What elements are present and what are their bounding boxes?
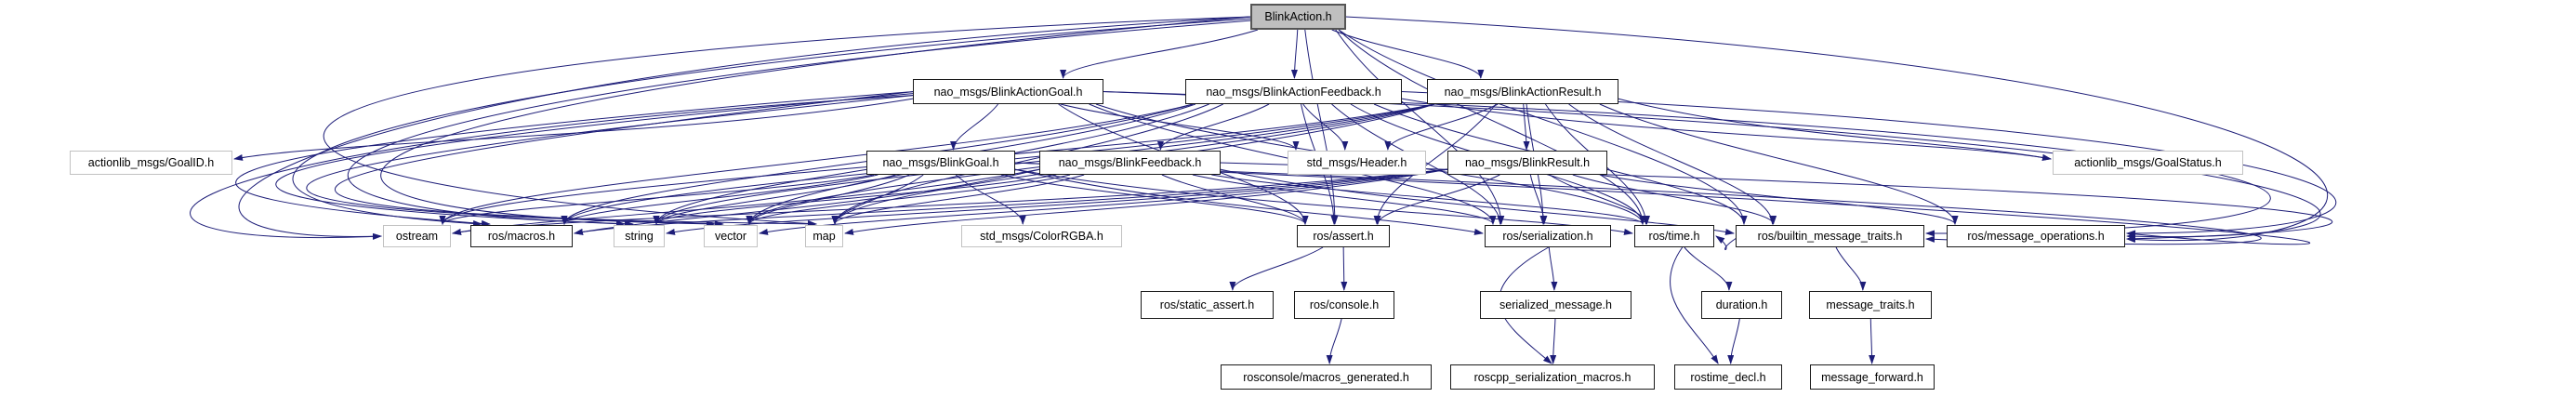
graph-node-rostime-decl-h[interactable]: rostime_decl.h: [1674, 364, 1782, 390]
edge-blinkactionresult-h-to-vector: [746, 103, 1435, 225]
edges-group: [190, 16, 2337, 364]
graph-node-ros-builtin-message-traits-h[interactable]: ros/builtin_message_traits.h: [1736, 225, 1924, 247]
edge-ros-assert-h-to-ros-console-h: [1341, 246, 1348, 291]
edge-blinkresult-h-to-ros-serialization-h: [1529, 174, 1548, 225]
graph-node-serialized-message-h[interactable]: serialized_message.h: [1480, 291, 1631, 319]
edge-blinkactionresult-h-to-header-h: [1384, 103, 1499, 151]
edge-blinkactionresult-h-to-ros-time-h: [1545, 103, 1650, 225]
edge-blinkactiongoal-h-to-ros-builtin-message-traits-h: [1102, 91, 2271, 237]
edge-blinkgoal-h-to-ros-builtin-message-traits-h: [1013, 162, 2262, 245]
graph-node-blinkresult-h[interactable]: nao_msgs/BlinkResult.h: [1447, 151, 1607, 175]
graph-node-ros-message-operations-h[interactable]: ros/message_operations.h: [1947, 225, 2125, 247]
edge-blinkactionfeedback-h-to-ostream: [439, 103, 1194, 225]
edge-blinkactionresult-h-to-ostream: [439, 103, 1435, 225]
edge-blinkresult-h-to-vector: [759, 168, 1449, 235]
edge-blinkresult-h-to-map: [844, 168, 1449, 235]
edge-blinkgoal-h-to-vector: [746, 174, 910, 225]
graph-node-header-h: std_msgs/Header.h: [1288, 151, 1426, 175]
edge-blinkresult-h-to-ros-message-operations-h: [1599, 174, 1959, 225]
graph-node-ros-assert-h[interactable]: ros/assert.h: [1297, 225, 1390, 247]
edge-blinkgoal-h-to-ros-assert-h: [1000, 174, 1309, 225]
edge-blinkactiongoal-h-to-ostream: [190, 95, 915, 240]
graph-node-message-forward-h[interactable]: message_forward.h: [1810, 364, 1935, 390]
graph-node-blinkactionresult-h[interactable]: nao_msgs/BlinkActionResult.h: [1427, 79, 1618, 104]
edge-blinkresult-h-to-ros-time-h: [1549, 174, 1650, 225]
edge-serialized-message-h-to-roscpp-serialization-macros-h: [1550, 318, 1557, 364]
edge-ros-time-h-to-duration-h: [1684, 246, 1733, 291]
edge-ros-builtin-message-traits-h-to-message-traits-h: [1835, 246, 1867, 291]
edge-blinkgoal-h-to-ros-macros-h: [561, 174, 878, 225]
graph-node-blinkfeedback-h[interactable]: nao_msgs/BlinkFeedback.h: [1039, 151, 1221, 175]
edge-blinkactiongoal-h-to-blinkgoal-h: [950, 103, 999, 151]
edge-blinkactionfeedback-h-to-ros-message-operations-h: [1400, 91, 2337, 237]
edge-blinkactionfeedback-h-to-header-h: [1302, 103, 1349, 151]
graph-node-ros-time-h[interactable]: ros/time.h: [1634, 225, 1714, 247]
edge-blinkactiongoal-h-to-string: [275, 93, 915, 228]
edge-blinkresult-h-to-ros-builtin-message-traits-h: [1572, 174, 1777, 225]
edge-blinkactiongoal-h-to-goalid-h: [233, 98, 915, 161]
edge-blinkactiongoal-h-to-ros-macros-h: [235, 91, 915, 227]
graph-node-ros-macros-h[interactable]: ros/macros.h: [470, 225, 573, 247]
edge-ros-serialization-h-to-serialized-message-h: [1548, 246, 1558, 291]
graph-node-blinkactiongoal-h[interactable]: nao_msgs/BlinkActionGoal.h: [913, 79, 1103, 104]
edge-duration-h-to-rostime-decl-h: [1727, 318, 1740, 364]
graph-node-goalid-h: actionlib_msgs/GoalID.h: [70, 151, 232, 175]
edge-blinkaction-h-to-blinkactiongoal-h: [1060, 29, 1259, 79]
edge-blinkaction-h-to-ros-serialization-h: [1335, 29, 1505, 225]
graph-node-ros-static-assert-h[interactable]: ros/static_assert.h: [1141, 291, 1274, 319]
edge-blinkactionresult-h-to-ros-builtin-message-traits-h: [1568, 103, 1777, 225]
edge-blinkactionfeedback-h-to-blinkfeedback-h: [1156, 103, 1270, 151]
edge-blinkactionfeedback-h-to-ros-macros-h: [561, 103, 1194, 225]
graph-node-roscpp-serialization-macros-h[interactable]: roscpp_serialization_macros.h: [1450, 364, 1655, 390]
graph-node-message-traits-h[interactable]: message_traits.h: [1809, 291, 1932, 319]
edge-blinkresult-h-to-ros-assert-h: [1374, 174, 1500, 225]
edge-blinkfeedback-h-to-vector: [746, 174, 1071, 225]
edge-message-traits-h-to-message-forward-h: [1869, 318, 1876, 364]
edge-blinkaction-h-to-ros-builtin-message-traits-h: [1338, 29, 1748, 225]
edge-blinkaction-h-to-ros-time-h: [1338, 29, 1646, 225]
edge-blinkgoal-h-to-ostream: [439, 174, 875, 225]
edge-blinkactiongoal-h-to-vector: [306, 95, 915, 228]
edge-blinkfeedback-h-to-ros-assert-h: [1161, 174, 1309, 225]
edge-blinkgoal-h-to-ros-serialization-h: [1013, 168, 1484, 235]
edge-ros-console-h-to-rosconsole-macros-generated-h: [1326, 318, 1342, 364]
edge-blinkgoal-h-to-colorrgba-h: [955, 174, 1026, 225]
graph-node-blinkaction-h: BlinkAction.h: [1250, 4, 1346, 30]
graph-node-vector: vector: [704, 225, 758, 247]
graph-node-ros-console-h[interactable]: ros/console.h: [1294, 291, 1394, 319]
edge-blinkaction-h-to-ros-macros-h: [292, 18, 1252, 227]
edge-blinkactionresult-h-to-goalstatus-h: [1617, 98, 2052, 161]
edge-blinkaction-h-to-blinkactionfeedback-h: [1290, 29, 1299, 79]
edge-blinkfeedback-h-to-ros-time-h: [1211, 174, 1646, 225]
edge-ros-builtin-message-traits-h-to-ros-time-h: [1715, 235, 1737, 250]
edge-blinkaction-h-to-blinkactionresult-h: [1331, 29, 1485, 79]
graph-node-map: map: [805, 225, 843, 247]
graph-node-colorrgba-h: std_msgs/ColorRGBA.h: [961, 225, 1122, 247]
edge-blinkaction-h-to-map: [323, 16, 1252, 227]
edge-ros-time-h-to-rostime-decl-h: [1670, 246, 1719, 364]
edge-ros-assert-h-to-ros-static-assert-h: [1229, 246, 1324, 291]
graph-node-goalstatus-h: actionlib_msgs/GoalStatus.h: [2053, 151, 2243, 175]
graph-node-ros-serialization-h[interactable]: ros/serialization.h: [1485, 225, 1611, 247]
edge-blinkfeedback-h-to-ros-message-operations-h: [1219, 162, 2333, 243]
edge-blinkgoal-h-to-ros-message-operations-h: [1013, 162, 2311, 245]
edge-blinkactionfeedback-h-to-goalstatus-h: [1400, 98, 2052, 161]
edge-blinkactiongoal-h-to-map: [335, 91, 915, 228]
graph-node-blinkactionfeedback-h[interactable]: nao_msgs/BlinkActionFeedback.h: [1185, 79, 1402, 104]
graph-node-duration-h[interactable]: duration.h: [1701, 291, 1782, 319]
graph-node-ostream: ostream: [383, 225, 451, 247]
graph-node-rosconsole-macros-generated-h[interactable]: rosconsole/macros_generated.h: [1221, 364, 1432, 390]
edge-blinkaction-h-to-ros-assert-h: [1304, 29, 1339, 225]
graph-node-string: string: [614, 225, 665, 247]
edge-blinkactiongoal-h-to-header-h: [1060, 103, 1300, 151]
edge-blinkactionresult-h-to-blinkresult-h: [1523, 103, 1530, 151]
graph-node-blinkgoal-h[interactable]: nao_msgs/BlinkGoal.h: [866, 151, 1015, 175]
edge-blinkactionresult-h-to-ros-message-operations-h: [1599, 103, 1959, 225]
edge-blinkfeedback-h-to-ros-serialization-h: [1192, 174, 1497, 225]
